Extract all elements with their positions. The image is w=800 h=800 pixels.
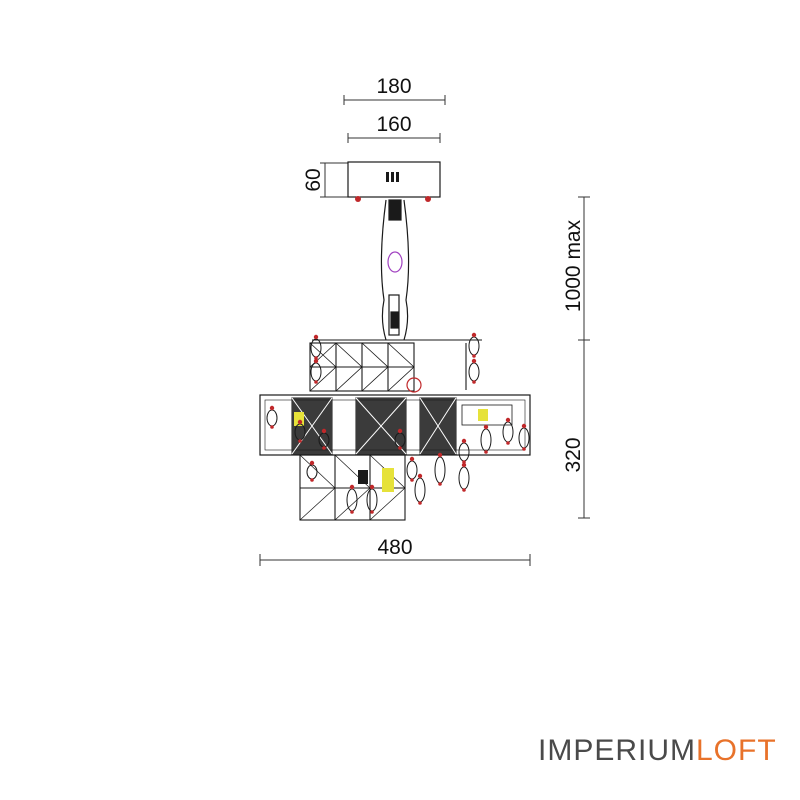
crystal-pendant xyxy=(310,362,322,382)
crystal-bead xyxy=(397,428,403,434)
crystal-bead xyxy=(349,484,355,490)
crystal-pendant xyxy=(306,464,318,480)
suspension-chain xyxy=(380,199,410,341)
crystal-bead xyxy=(322,446,326,450)
crystal-bead xyxy=(437,452,443,458)
crystal-pendant xyxy=(266,409,278,427)
crystal-pendant xyxy=(518,427,530,449)
crystal-bead xyxy=(522,447,526,451)
crystal-bead xyxy=(314,380,318,384)
crystal-bead xyxy=(483,424,489,430)
crystal-bead xyxy=(298,439,302,443)
crystal-bead xyxy=(462,488,466,492)
crystal-bead xyxy=(309,460,315,466)
dim-1000max-label: 1000 max xyxy=(562,219,585,312)
crystal-pendant xyxy=(346,488,358,512)
brand-part-imperium: IMPERIUM xyxy=(538,734,696,767)
crystal-bead xyxy=(461,462,467,468)
crystal-bead xyxy=(398,446,402,450)
upper-tier xyxy=(309,339,482,392)
dim-480-label: 480 xyxy=(377,536,412,559)
crystal-bead xyxy=(418,501,422,505)
crystal-bead xyxy=(461,438,467,444)
crystal-pendant xyxy=(414,477,426,503)
dim-180-label: 180 xyxy=(376,75,411,98)
main-drum xyxy=(259,377,531,456)
crystal-bead xyxy=(321,428,327,434)
crystal-bead xyxy=(505,417,511,423)
crystal-bead xyxy=(410,478,414,482)
crystal-pendant xyxy=(468,362,480,382)
dim-60-label: 60 xyxy=(302,168,325,191)
brand-part-loft: LOFT xyxy=(696,734,777,767)
crystal-bead xyxy=(270,425,274,429)
crystal-bead xyxy=(310,478,314,482)
brand-logo: IMPERIUMLOFT xyxy=(538,736,777,766)
crystal-bead xyxy=(472,354,476,358)
crystal-bead xyxy=(369,484,375,490)
crystal-bead xyxy=(472,380,476,384)
lower-tier xyxy=(299,454,406,521)
crystal-bead xyxy=(313,358,319,364)
crystal-bead xyxy=(269,405,275,411)
crystal-bead xyxy=(471,332,477,338)
crystal-pendant xyxy=(480,428,492,452)
crystal-pendant xyxy=(458,466,470,490)
crystal-bead xyxy=(438,482,442,486)
crystal-bead xyxy=(314,356,318,360)
crystal-pendant xyxy=(458,442,470,462)
crystal-bead xyxy=(370,510,374,514)
crystal-bead xyxy=(350,510,354,514)
crystal-bead xyxy=(297,419,303,425)
crystal-bead xyxy=(506,441,510,445)
crystal-bead xyxy=(484,450,488,454)
dim-160-label: 160 xyxy=(376,113,411,136)
crystal-bead xyxy=(409,456,415,462)
crystal-bead xyxy=(313,334,319,340)
crystal-bead xyxy=(462,460,466,464)
crystal-pendant xyxy=(406,460,418,480)
crystal-bead xyxy=(417,473,423,479)
dim-320-label: 320 xyxy=(562,437,585,472)
dimension-lines xyxy=(259,95,590,566)
canopy xyxy=(347,161,441,202)
crystal-bead xyxy=(521,423,527,429)
crystal-pendants xyxy=(266,332,530,514)
crystal-bead xyxy=(471,358,477,364)
crystal-pendant xyxy=(434,456,446,484)
crystal-pendant xyxy=(366,488,378,512)
